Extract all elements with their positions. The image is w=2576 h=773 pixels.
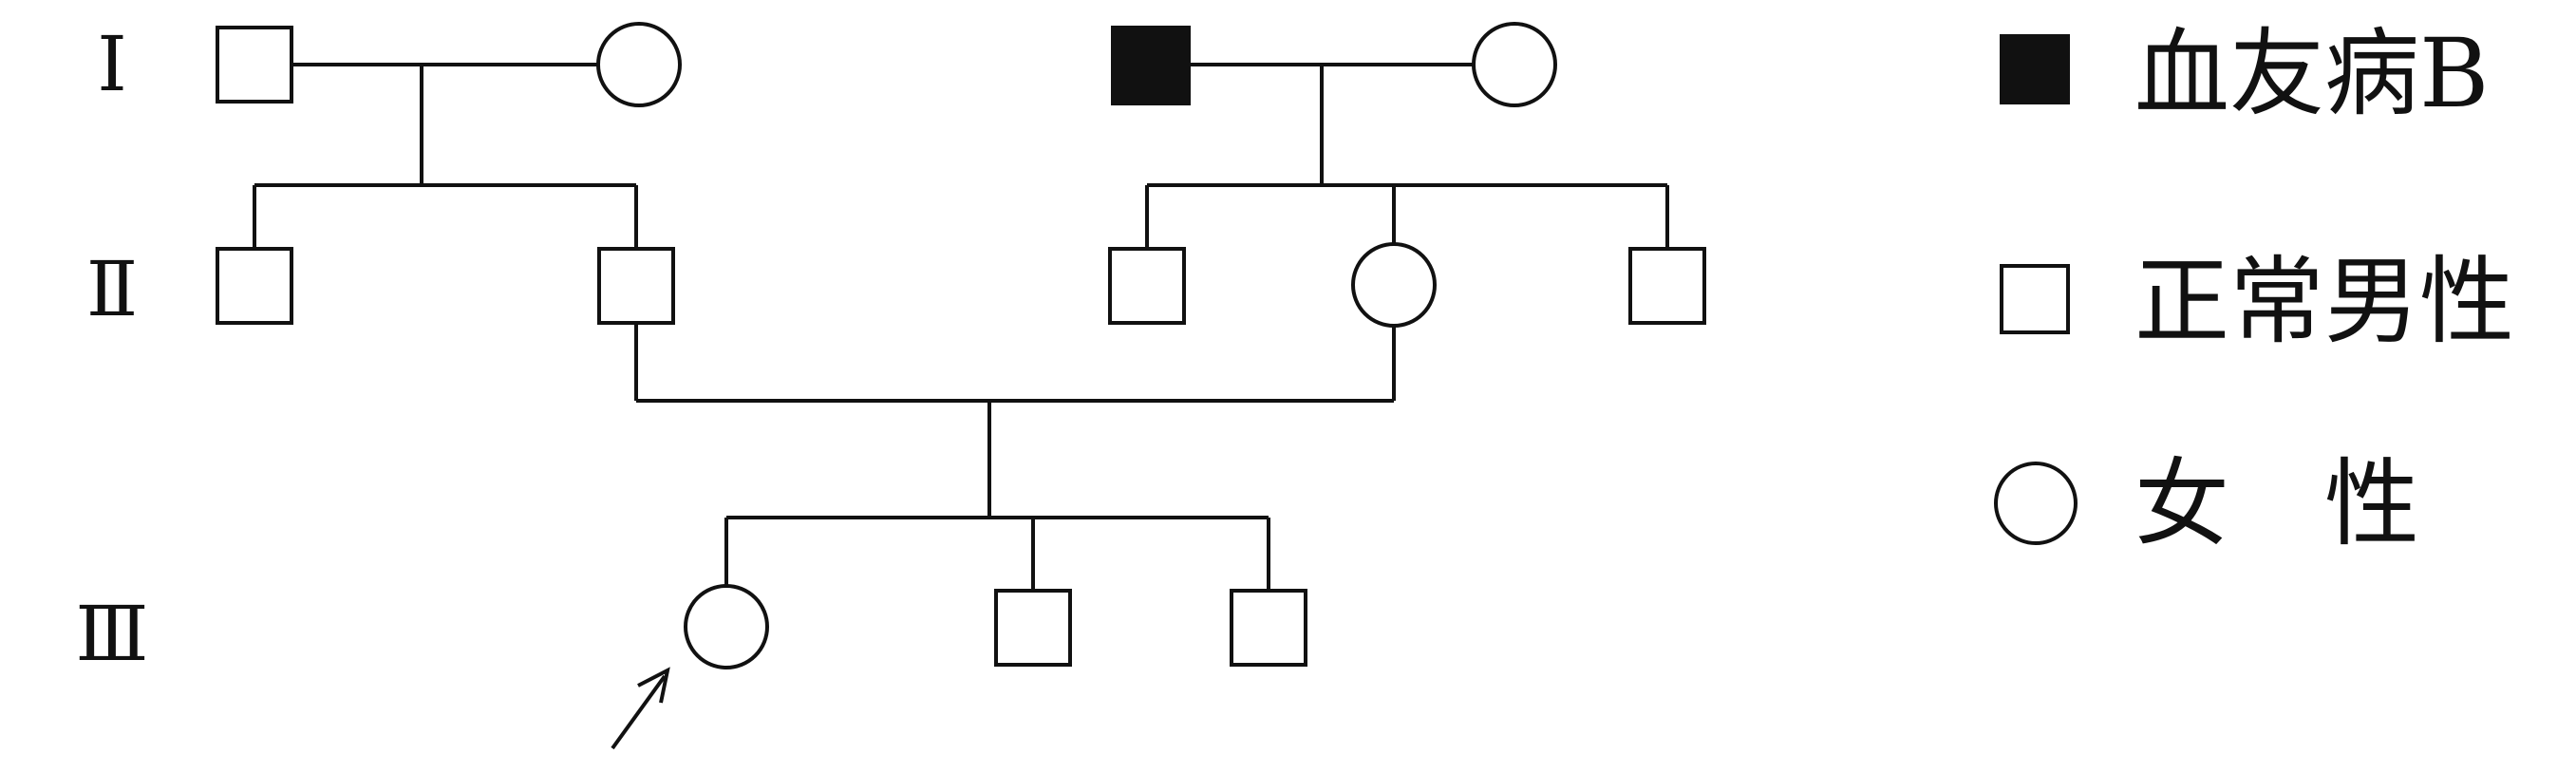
legend-normal-male-label: 正常男性 <box>2134 246 2514 357</box>
individual-II-4-female <box>1351 242 1437 328</box>
individual-I-2-female <box>596 22 682 107</box>
legend-affected-label: 血友病B <box>2134 18 2490 129</box>
individual-II-3-normal-male <box>1108 247 1186 325</box>
individual-II-5-normal-male <box>1628 247 1706 325</box>
legend-female-symbol <box>1994 462 2078 545</box>
individual-III-3-normal-male <box>1230 589 1307 667</box>
individual-I-1-normal-male <box>216 26 293 104</box>
legend: 血友病B 正常男性 女 性 <box>1994 18 2514 559</box>
generation-label-3: Ⅲ <box>75 590 148 678</box>
proband-arrow-head <box>637 667 670 704</box>
proband-arrow-shaft <box>611 674 667 750</box>
individual-II-2-normal-male <box>597 247 675 325</box>
generation-label-2: Ⅱ <box>86 245 138 333</box>
generation-label-1: Ⅰ <box>97 20 127 108</box>
individual-I-3-affected-male <box>1111 26 1191 105</box>
individual-II-1-normal-male <box>216 247 293 325</box>
individual-III-1-female-proband <box>684 584 769 669</box>
legend-affected-symbol <box>2000 34 2070 104</box>
individual-III-2-normal-male <box>994 589 1072 667</box>
legend-normal-male-symbol <box>2000 264 2070 334</box>
individual-I-4-female <box>1472 22 1557 107</box>
pedigree-connectors <box>253 63 1669 750</box>
legend-female-label: 女 性 <box>2134 448 2419 559</box>
